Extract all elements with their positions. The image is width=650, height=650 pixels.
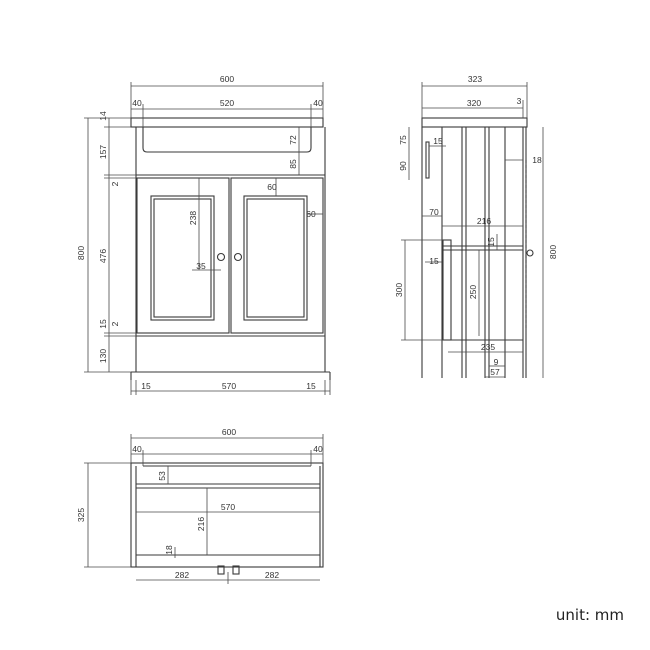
side-dim-90: 90 [398, 161, 408, 171]
side-door-edge [442, 239, 452, 341]
top-dim-325: 325 [76, 508, 86, 522]
side-worktop [421, 117, 528, 128]
front-panel-right [243, 195, 308, 321]
top-dim-53: 53 [157, 471, 167, 481]
top-view: 600 40 40 325 53 570 216 18 282 282 [76, 427, 324, 584]
side-dim-235: 235 [481, 342, 495, 352]
front-dim-14: 14 [98, 111, 108, 121]
front-dim-15-right: 15 [306, 381, 316, 391]
front-basin [142, 127, 312, 153]
side-dim-3: 3 [517, 96, 522, 106]
top-dim-570: 570 [221, 502, 235, 512]
side-dim-250: 250 [468, 285, 478, 299]
top-dim-282-left: 282 [175, 570, 189, 580]
front-dim-40-left: 40 [132, 98, 142, 108]
front-dim-15-left: 15 [141, 381, 151, 391]
side-dim-18: 18 [532, 155, 542, 165]
front-view: 600 40 520 40 14 157 2 476 15 2 130 [76, 74, 331, 395]
top-dim-216: 216 [196, 517, 206, 531]
side-dim-75: 75 [398, 135, 408, 145]
front-dim-520: 520 [220, 98, 234, 108]
front-dim-60-side: 60 [306, 209, 316, 219]
side-dim-15-top: 15 [433, 136, 443, 146]
unit-label: unit: mm [555, 606, 624, 624]
side-dim-9: 9 [494, 357, 499, 367]
front-panel-right-inner [246, 198, 305, 318]
front-dim-157: 157 [98, 145, 108, 159]
front-door-right [230, 177, 324, 334]
top-knob-left [217, 565, 225, 575]
front-dim-800: 800 [76, 246, 86, 260]
front-door-left [136, 177, 230, 334]
front-dim-476: 476 [98, 249, 108, 263]
top-dim-40-left: 40 [132, 444, 142, 454]
front-dim-60-top: 60 [267, 182, 277, 192]
side-cleat [425, 141, 430, 179]
knob-left [216, 252, 226, 262]
side-view: 323 320 3 75 15 90 18 70 216 15 15 300 [394, 74, 558, 378]
front-dim-570: 570 [222, 381, 236, 391]
side-dim-70: 70 [429, 207, 439, 217]
front-dim-2-bottom: 2 [110, 321, 120, 326]
front-panel-left [150, 195, 215, 321]
front-dim-15-bottom: 15 [98, 319, 108, 329]
front-panel-left-inner [153, 198, 212, 318]
knob-right [233, 252, 243, 262]
front-dim-85: 85 [288, 159, 298, 169]
top-dim-600: 600 [222, 427, 236, 437]
side-dim-800: 800 [548, 245, 558, 259]
side-dim-300: 300 [394, 283, 404, 297]
side-dim-320: 320 [467, 98, 481, 108]
front-dim-72: 72 [288, 135, 298, 145]
front-dim-600: 600 [220, 74, 234, 84]
side-knob [526, 249, 534, 257]
top-dim-18: 18 [164, 545, 174, 555]
top-knob-right [232, 565, 240, 575]
front-dim-35: 35 [196, 261, 206, 271]
front-worktop [130, 117, 324, 128]
front-dim-130: 130 [98, 349, 108, 363]
front-dim-2-top: 2 [110, 181, 120, 186]
side-dim-57: 57 [490, 367, 500, 377]
side-dim-323: 323 [468, 74, 482, 84]
top-dim-282-right: 282 [265, 570, 279, 580]
side-dim-216: 216 [477, 216, 491, 226]
side-dim-15-left: 15 [429, 256, 439, 266]
top-dim-40-right: 40 [313, 444, 323, 454]
front-dim-40-right: 40 [313, 98, 323, 108]
side-dim-15-mid: 15 [486, 237, 496, 247]
front-dim-238: 238 [188, 211, 198, 225]
